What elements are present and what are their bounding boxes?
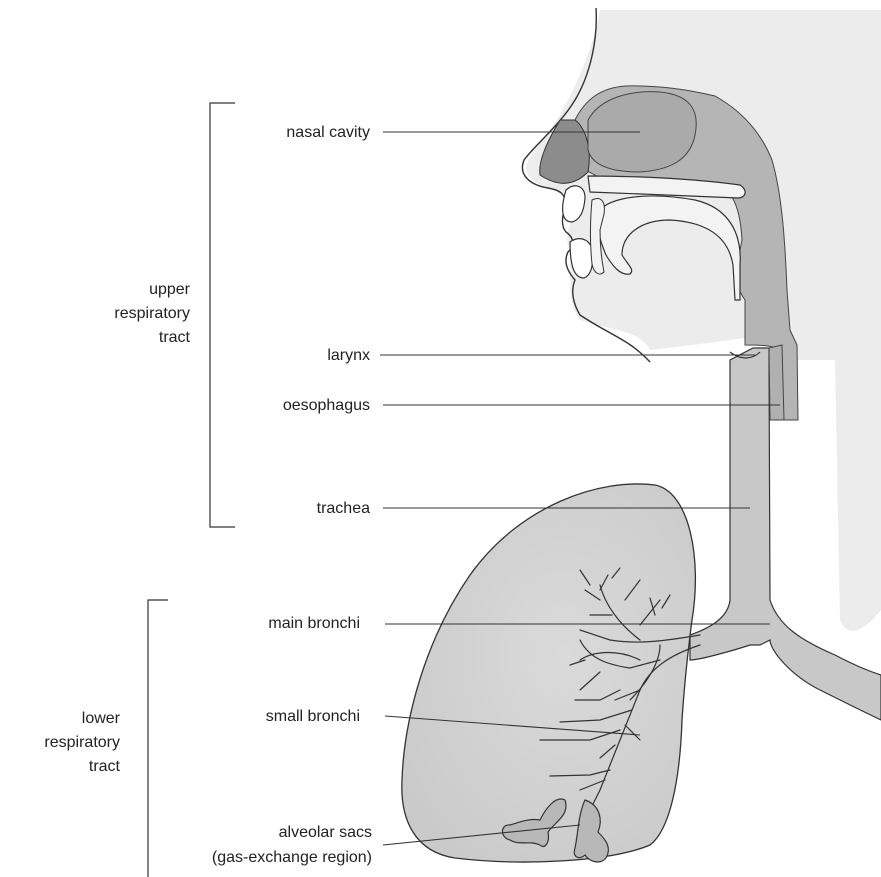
label-alveolar-sacs: alveolar sacs: [220, 821, 372, 844]
upper-line-3: tract: [80, 326, 190, 350]
upper-line-1: upper: [80, 278, 190, 302]
nasal-vestibule: [540, 120, 589, 183]
lower-line-1: lower: [10, 707, 120, 731]
upper-line-2: respiratory: [80, 302, 190, 326]
label-oesophagus: oesophagus: [230, 394, 370, 417]
lower-respiratory-tract-label: lower respiratory tract: [10, 707, 120, 779]
lower-line-2: respiratory: [10, 731, 120, 755]
label-main-bronchi: main bronchi: [200, 612, 360, 635]
label-gas-exchange: (gas-exchange region): [160, 846, 372, 869]
oesophagus-tube: [769, 345, 784, 420]
label-trachea: trachea: [230, 497, 370, 520]
upper-respiratory-tract-label: upper respiratory tract: [80, 278, 190, 350]
lower-tract-bracket: [148, 600, 168, 877]
lower-line-3: tract: [10, 755, 120, 779]
label-small-bronchi: small bronchi: [200, 705, 360, 728]
brackets: [148, 103, 235, 877]
label-larynx: larynx: [230, 344, 370, 367]
label-nasal-cavity: nasal cavity: [230, 121, 370, 144]
upper-tract-bracket: [210, 103, 235, 527]
